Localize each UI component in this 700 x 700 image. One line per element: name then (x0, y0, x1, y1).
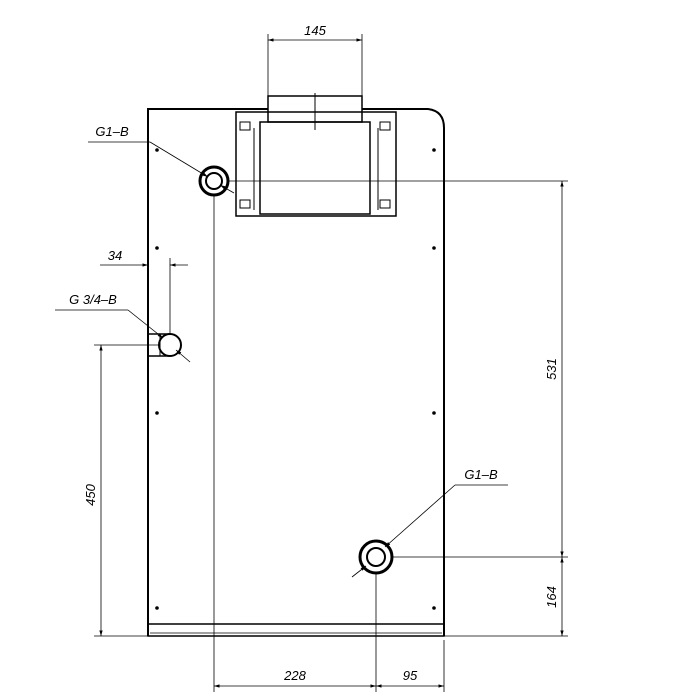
leader-bottom-port: G1–B (351, 467, 508, 578)
bottom-port-label: G1–B (464, 467, 498, 482)
dimension-side-port-height: 450 (83, 344, 160, 637)
dimension-port-spacing: 531 (228, 180, 568, 558)
bottom-port-height-value: 164 (544, 586, 559, 608)
boiler-body (147, 108, 445, 637)
bottom-connection-port (358, 539, 394, 575)
leader-side-port: G 3/4–B (55, 292, 191, 363)
side-port-offset-value: 34 (108, 248, 122, 263)
port-spacing-value: 531 (544, 358, 559, 380)
mounting-points (155, 148, 436, 610)
flue-assembly (235, 93, 397, 217)
side-port-label: G 3/4–B (69, 292, 117, 307)
leader-top-port: G1–B (88, 124, 235, 194)
dimension-flue-width: 145 (267, 23, 363, 96)
dimension-side-port-offset: 34 (100, 248, 188, 334)
flue-width-value: 145 (304, 23, 326, 38)
top-connection-port (198, 165, 230, 197)
horizontal-port-spacing-value: 228 (283, 668, 306, 683)
top-port-label: G1–B (95, 124, 129, 139)
dimension-horizontal-bottom: 228 95 (213, 195, 445, 692)
bottom-port-edge-value: 95 (403, 668, 418, 683)
side-port-height-value: 450 (83, 483, 98, 505)
dimension-bottom-port-height: 164 (444, 557, 568, 637)
